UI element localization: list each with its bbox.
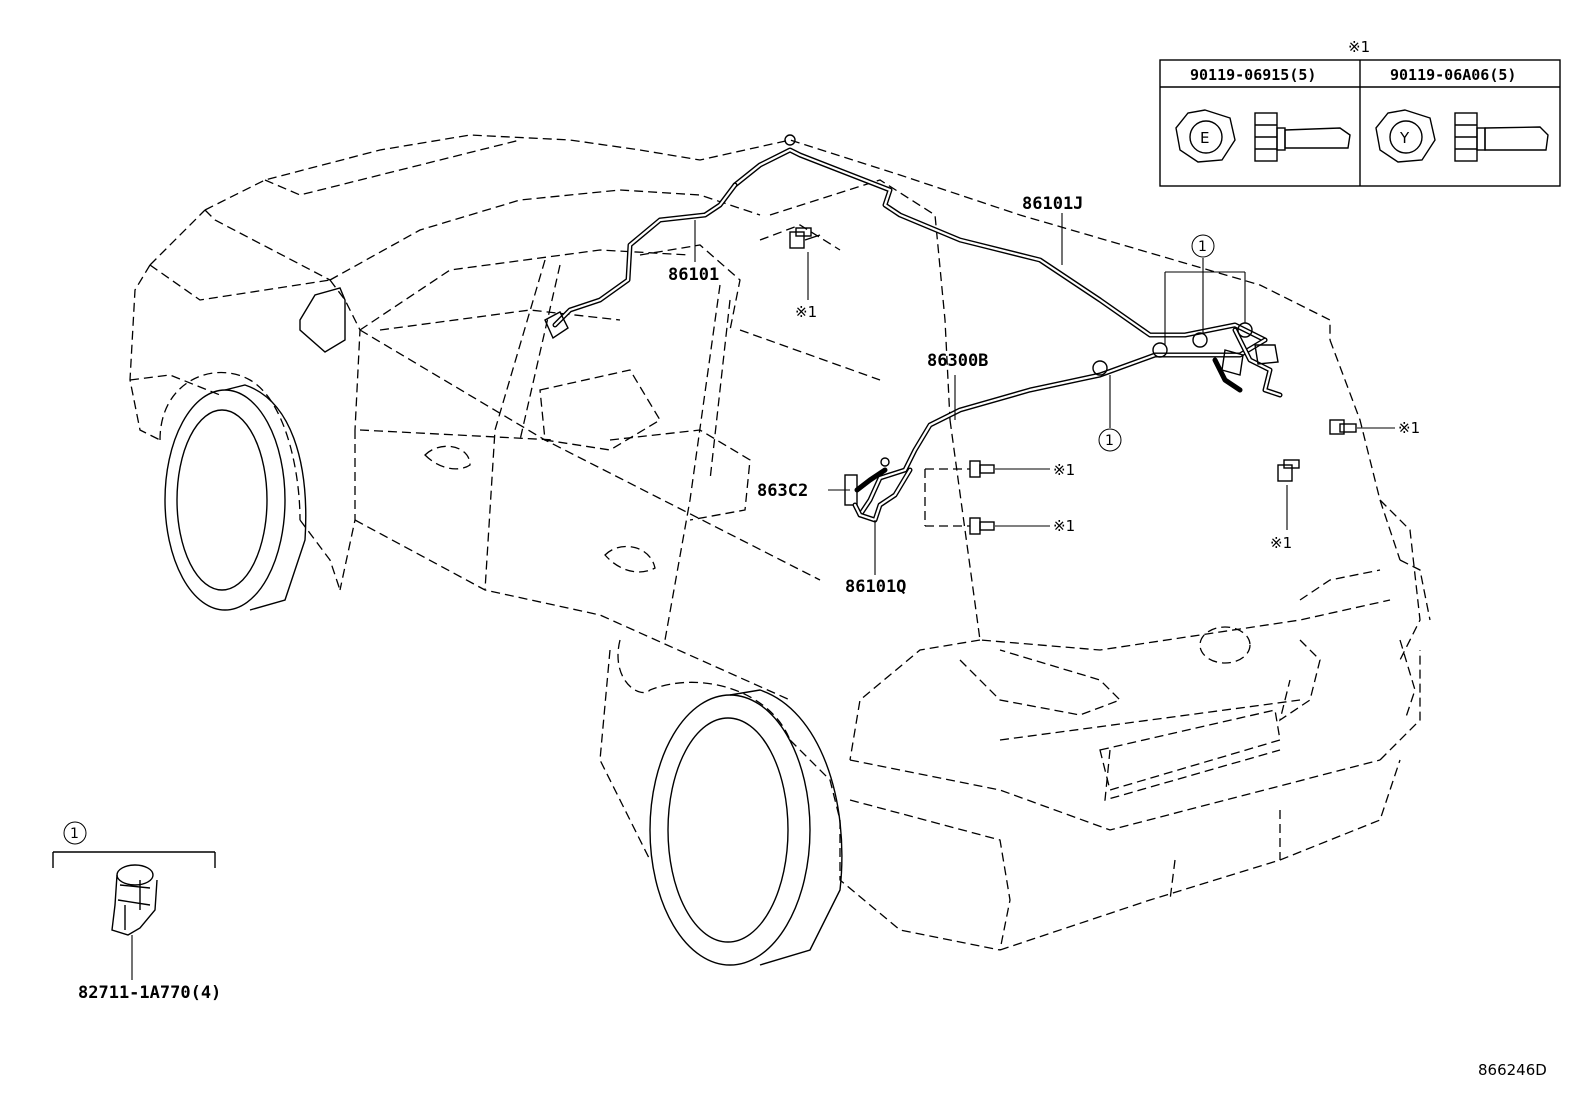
svg-text:1: 1 (1198, 239, 1207, 255)
label-86300B: 86300B (927, 351, 988, 371)
svg-text:E: E (1200, 129, 1209, 147)
clip-part-number: 82711-1A770(4) (78, 983, 221, 1003)
circle-ref-1-top: 1 (1191, 234, 1215, 258)
bolt-icon (789, 227, 821, 249)
bolt-side-y-icon (1454, 112, 1549, 162)
bolt-icon (1277, 459, 1300, 482)
harness-86101J (732, 134, 1268, 343)
fastener-part-2: 90119-06A06(5) (1390, 66, 1516, 84)
harness-86101Q (852, 467, 913, 523)
connector-863C2 (844, 457, 890, 506)
fastener-part-1: 90119-06915(5) (1190, 66, 1316, 84)
vehicle-outline (129, 134, 1431, 951)
wire-clip-icon (111, 864, 158, 936)
callout-marker: ※1 (1053, 517, 1075, 535)
callout-marker: ※1 (795, 303, 817, 321)
harness-86101 (544, 182, 738, 340)
svg-text:1: 1 (70, 826, 79, 842)
label-86101: 86101 (668, 265, 719, 285)
clip-detail: 1 82711-1A770(4) (52, 821, 221, 1003)
fastener-table: ※1 90119-06915(5) 90119-06A06(5) E Y (1159, 38, 1561, 187)
callout-marker: ※1 (1270, 534, 1292, 552)
leader-lines (694, 213, 1395, 575)
label-86101J: 86101J (1022, 194, 1083, 214)
diagram-id: 866246D (1478, 1061, 1547, 1079)
svg-text:1: 1 (1105, 433, 1114, 449)
circle-ref-1-lower: 1 (1098, 428, 1122, 452)
bolt-icon (969, 460, 995, 478)
harness-86300B (857, 327, 1283, 518)
rear-wheel (649, 689, 843, 966)
bolt-side-e-icon (1254, 112, 1351, 162)
callout-marker: ※1 (1398, 419, 1420, 437)
label-863C2: 863C2 (757, 481, 808, 501)
bolt-head-y-icon: Y (1375, 109, 1436, 163)
bolt-head-e-icon: E (1175, 109, 1236, 163)
callout-marker: ※1 (1053, 461, 1075, 479)
svg-text:Y: Y (1399, 129, 1410, 147)
bolt-icon (969, 517, 995, 535)
label-86101Q: 86101Q (845, 577, 906, 597)
table-header-marker: ※1 (1348, 38, 1370, 56)
bolt-icon (1329, 419, 1357, 435)
front-wheel (164, 384, 307, 611)
